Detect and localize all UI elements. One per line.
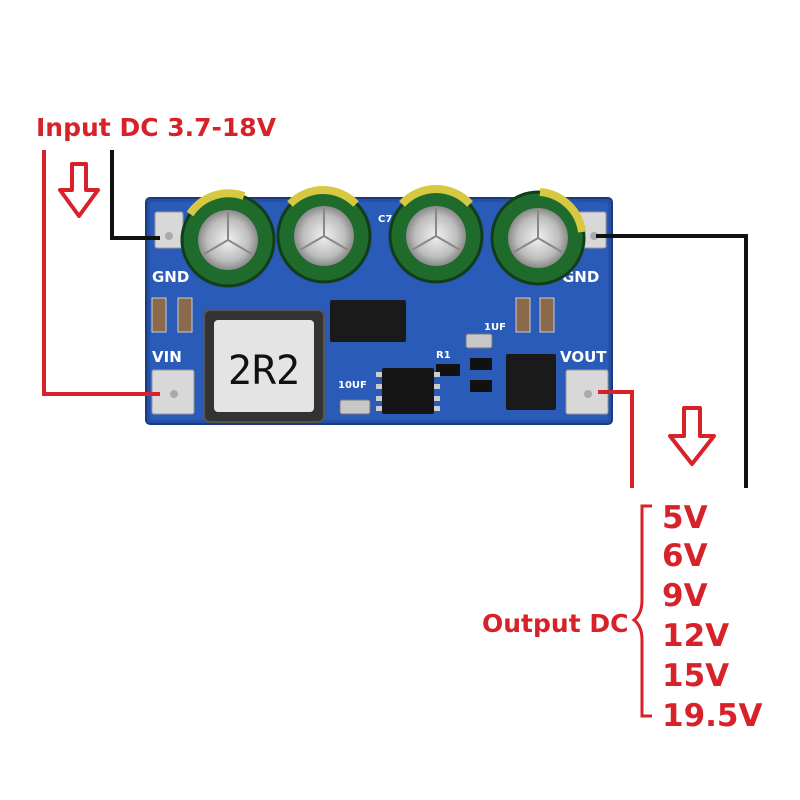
voltage-option: 5V [662, 500, 708, 536]
arrow-down-icon [58, 162, 100, 218]
silk-gnd-right: GND [562, 268, 599, 286]
silk-vout: VOUT [560, 348, 607, 366]
silk-r1: R1 [436, 350, 451, 361]
voltage-option: 19.5V [662, 698, 762, 734]
output-voltage-list: 5V 6V 9V 12V 15V 19.5V [662, 500, 762, 734]
voltage-option: 6V [662, 538, 708, 574]
black-wire-left [110, 150, 160, 240]
inductor-marking: 2R2 [228, 348, 300, 394]
smd-components [151, 297, 556, 415]
arrow-down-icon [668, 406, 716, 466]
black-wire-right [596, 234, 748, 488]
silk-gnd-left: GND [152, 268, 189, 286]
silk-1uf: 1UF [484, 322, 506, 333]
input-label: Input DC 3.7-18V [36, 113, 277, 142]
red-wire-right [598, 390, 634, 488]
capacitor-4 [490, 188, 586, 286]
pad-gnd-left [154, 211, 184, 249]
capacitor-1 [180, 189, 276, 288]
output-label: Output DC [482, 609, 628, 638]
capacitor-3 [388, 184, 484, 284]
silk-c7: C7 [378, 214, 392, 225]
inductor: 2R2 [203, 309, 325, 423]
output-bracket [631, 504, 652, 718]
silk-10uf: 10UF [338, 380, 367, 391]
red-wire-left [42, 150, 160, 396]
capacitor-2 [276, 186, 372, 284]
ic-chip [376, 368, 440, 414]
voltage-option: 12V [662, 618, 729, 654]
voltage-option: 15V [662, 658, 729, 694]
voltage-option: 9V [662, 578, 708, 614]
silk-vin: VIN [152, 348, 182, 366]
